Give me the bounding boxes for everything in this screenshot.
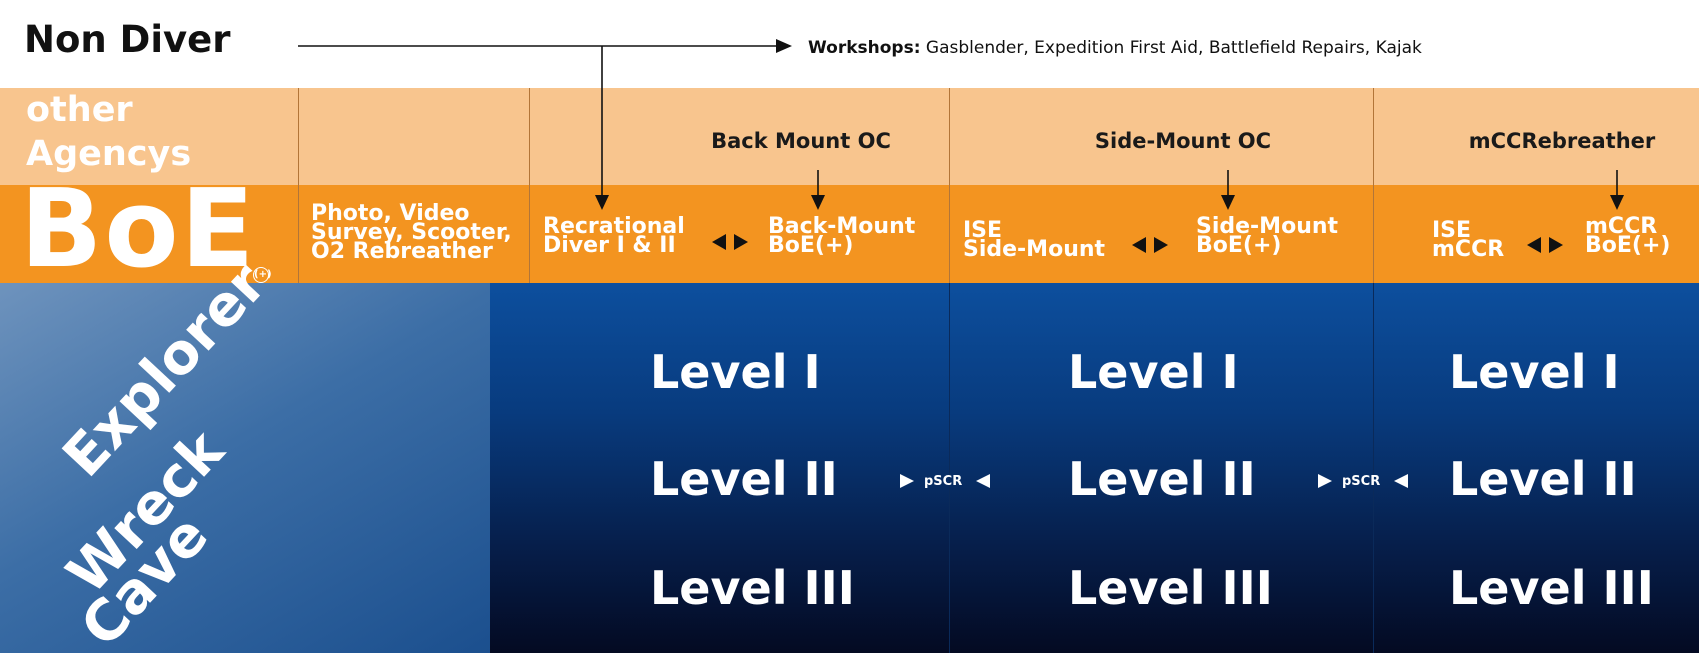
other-agencys-line2: Agencys <box>26 134 192 174</box>
column-divider <box>529 88 530 283</box>
course-side-mount-boe: Side-Mount BoE(+) <box>1196 214 1339 258</box>
boe-plus-mark: (+) <box>253 267 272 283</box>
arrow-head <box>1221 195 1235 210</box>
course-recreational: Recrational Diver I & II <box>543 214 685 258</box>
column-divider <box>949 88 950 283</box>
arrow-head <box>776 39 792 53</box>
course-line: Recrational <box>543 214 685 239</box>
pscr-arrow <box>976 474 990 488</box>
course-line: BoE(+) <box>768 233 854 258</box>
level-ii: Level II <box>1068 452 1256 506</box>
workshops-text: Workshops: Gasblender, Expedition First … <box>808 38 1422 58</box>
course-ise-mccr: ISE mCCR <box>1432 218 1505 262</box>
level-iii: Level III <box>650 561 855 615</box>
column-divider <box>1373 88 1374 283</box>
double-arrow <box>712 234 748 250</box>
double-arrow <box>1132 237 1168 253</box>
other-agencys-line1: other <box>26 90 133 130</box>
non-diver-band <box>0 0 1699 88</box>
pscr-arrow <box>1394 474 1408 488</box>
column-header-back-mount: Back Mount OC <box>711 129 891 153</box>
course-line: mCCR <box>1432 237 1505 262</box>
course-mccr-boe: mCCR BoE(+) <box>1585 214 1671 258</box>
non-diver-label: Non Diver <box>24 18 231 61</box>
pscr-arrow <box>1318 474 1332 488</box>
pscr-label: pSCR <box>924 474 963 489</box>
course-ise-side-mount: ISE Side-Mount <box>963 218 1106 262</box>
double-arrow <box>1527 237 1563 253</box>
course-line: Side-Mount <box>1196 214 1339 239</box>
level-i: Level I <box>650 345 821 399</box>
boe-logo: BoE <box>20 167 257 292</box>
column-divider <box>298 88 299 283</box>
level-ii: Level II <box>1449 452 1637 506</box>
specialty-line: Photo, Video <box>311 201 470 226</box>
other-agencys-band <box>0 88 1699 185</box>
arrow-head <box>1610 195 1624 210</box>
pscr-arrow <box>900 474 914 488</box>
course-back-mount-boe: Back-Mount BoE(+) <box>768 214 916 258</box>
level-iii: Level III <box>1449 561 1654 615</box>
pscr-label: pSCR <box>1342 474 1381 489</box>
course-line: BoE(+) <box>1196 233 1282 258</box>
tracks-wedge <box>0 283 490 653</box>
column-header-mccr: mCCRebreather <box>1468 129 1656 153</box>
level-i: Level I <box>1068 345 1239 399</box>
course-line: BoE(+) <box>1585 233 1671 258</box>
arrow-head <box>811 195 825 210</box>
specialty-line: Survey, Scooter, <box>311 220 512 245</box>
course-line: ISE <box>1432 218 1472 243</box>
course-line: Diver I & II <box>543 233 676 258</box>
level-iii: Level III <box>1068 561 1273 615</box>
level-i: Level I <box>1449 345 1620 399</box>
course-line: ISE <box>963 218 1003 243</box>
course-line: Back-Mount <box>768 214 916 239</box>
column-divider <box>1373 283 1374 653</box>
workshops-label: Workshops: <box>808 38 921 58</box>
course-line: mCCR <box>1585 214 1658 239</box>
workshops-list: Gasblender, Expedition First Aid, Battle… <box>920 38 1422 58</box>
boe-band <box>0 185 1699 283</box>
column-header-side-mount: Side-Mount OC <box>1094 129 1272 153</box>
specialty-line: O2 Rebreather <box>311 239 493 264</box>
level-ii: Level II <box>650 452 838 506</box>
other-agencys-label: other Agencys <box>26 88 191 176</box>
column-divider <box>949 283 950 653</box>
course-line: Side-Mount <box>963 237 1106 262</box>
arrow-head <box>595 195 609 210</box>
specialties-text: Photo, Video Survey, Scooter, O2 Rebreat… <box>311 201 512 264</box>
